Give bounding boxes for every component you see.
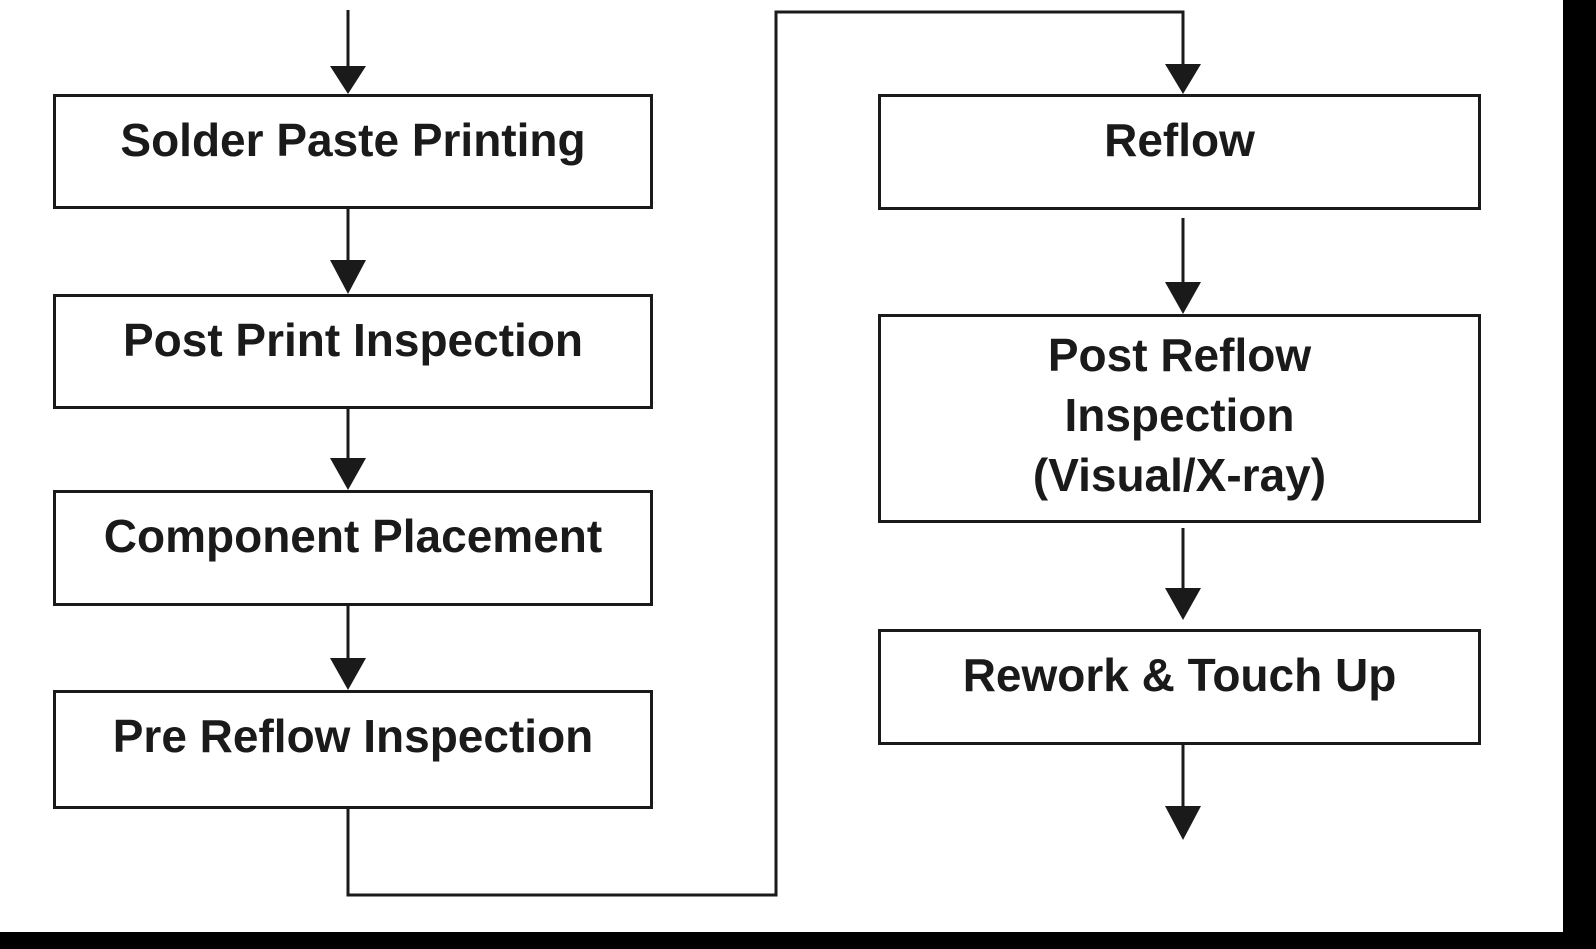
arrowhead-icon: [1165, 588, 1201, 620]
step-label: Rework & Touch Up: [962, 649, 1397, 701]
arrowhead-icon: [1165, 64, 1201, 94]
step-label: Solder Paste Printing: [120, 114, 586, 166]
arrowhead-icon: [330, 260, 366, 294]
step-label: Post Reflow Inspection (Visual/X-ray): [1032, 329, 1327, 501]
arrowhead-icon: [1165, 282, 1201, 314]
step-label: Component Placement: [103, 510, 603, 562]
arrowhead-icon: [330, 658, 366, 690]
step-label: Reflow: [1104, 114, 1255, 166]
step-label: Pre Reflow Inspection: [112, 710, 594, 762]
step-reflow: Reflow: [878, 94, 1481, 210]
step-pre-reflow-inspection: Pre Reflow Inspection: [53, 690, 653, 809]
step-solder-paste-printing: Solder Paste Printing: [53, 94, 653, 209]
step-post-reflow-inspection: Post Reflow Inspection (Visual/X-ray): [878, 314, 1481, 523]
step-post-print-inspection: Post Print Inspection: [53, 294, 653, 409]
step-rework-touch-up: Rework & Touch Up: [878, 629, 1481, 745]
step-label: Post Print Inspection: [122, 314, 584, 366]
step-component-placement: Component Placement: [53, 490, 653, 606]
arrowhead-icon: [1165, 806, 1201, 840]
loop-connector: [346, 10, 1185, 897]
arrowhead-icon: [330, 458, 366, 490]
arrowhead-icon: [330, 66, 366, 94]
